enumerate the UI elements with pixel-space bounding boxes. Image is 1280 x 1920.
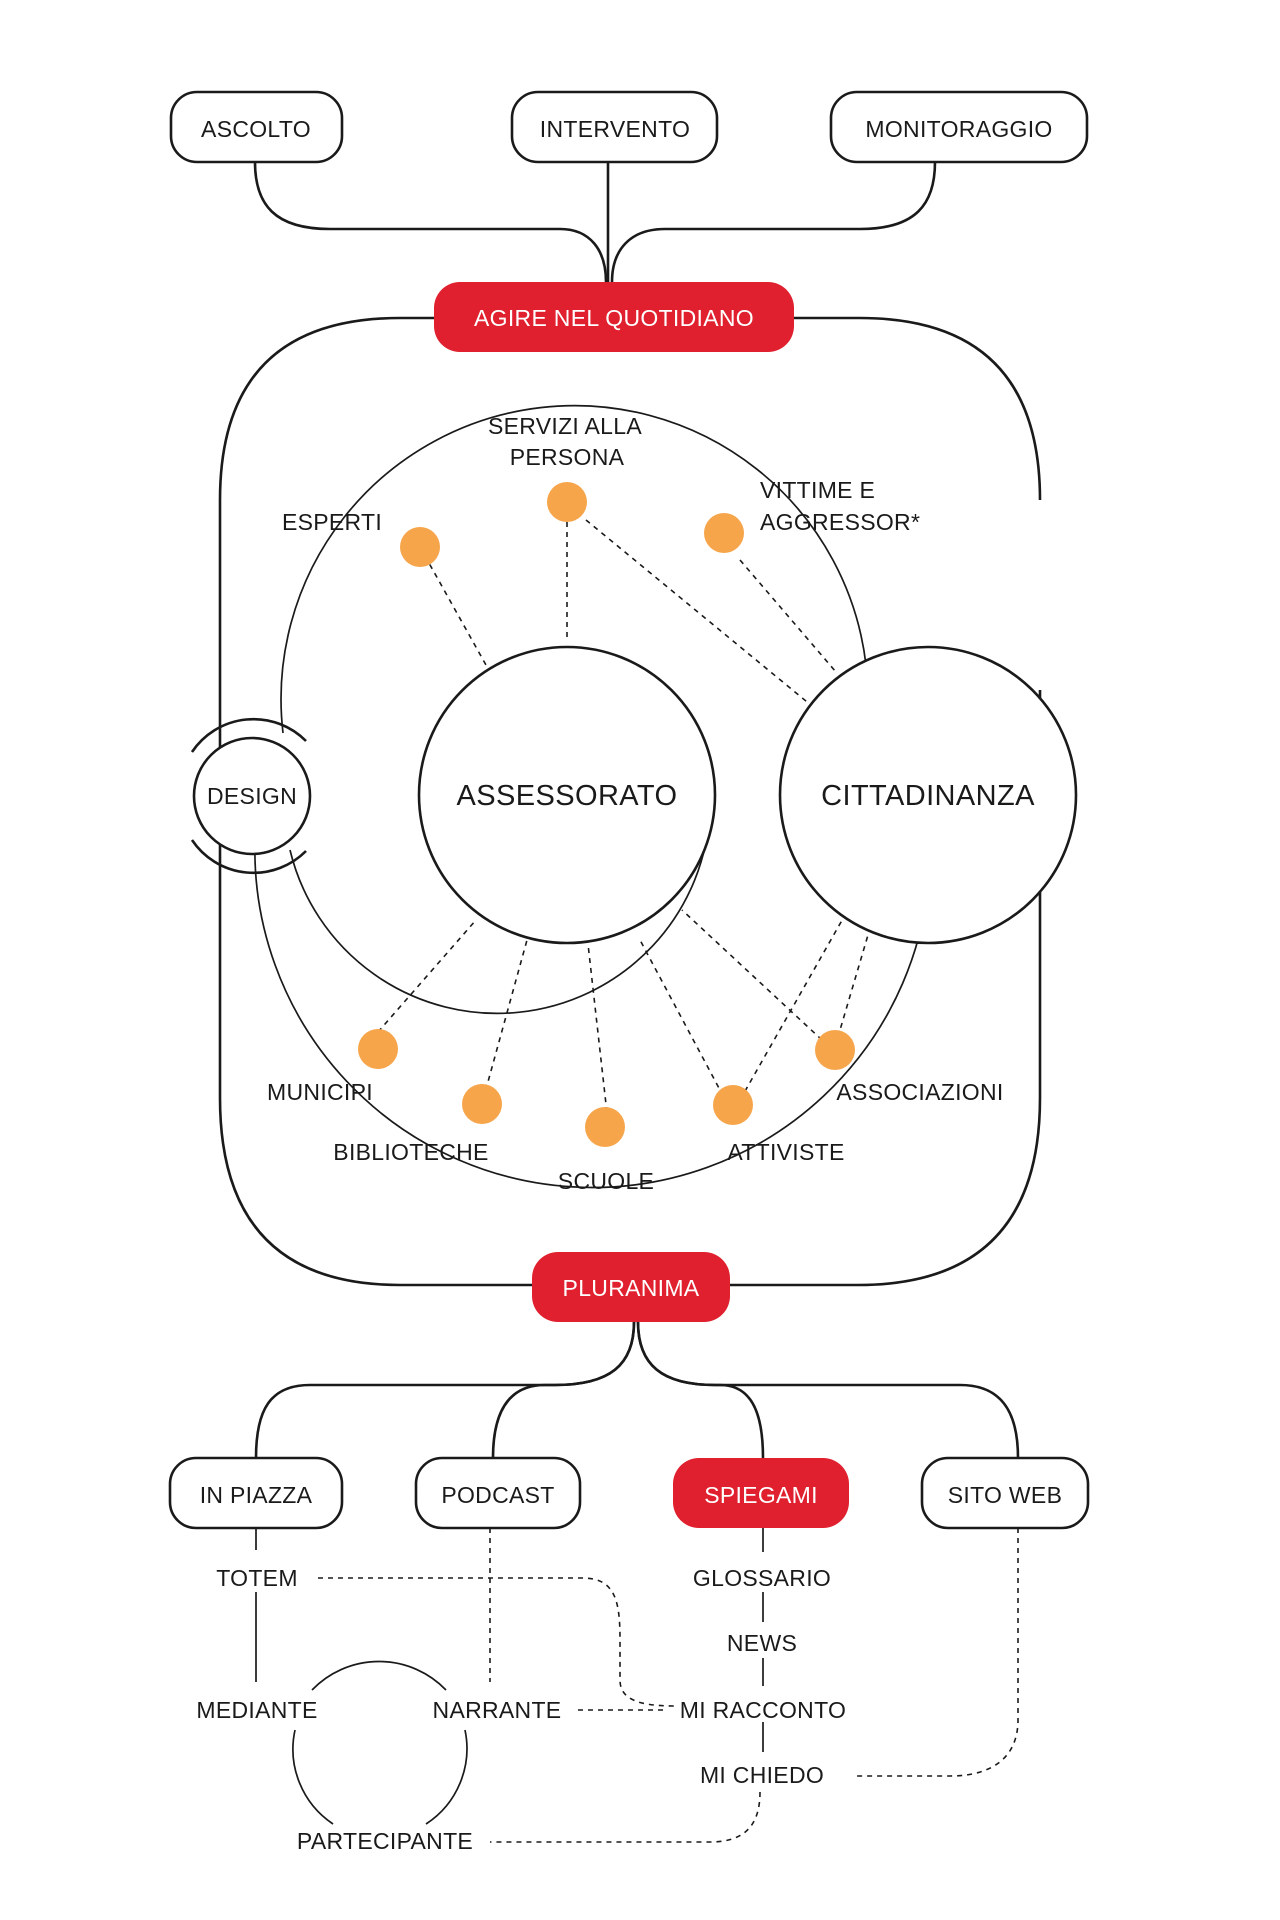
node-municipi bbox=[358, 1029, 398, 1069]
design-label: DESIGN bbox=[207, 783, 297, 809]
actor-labels: SERVIZI ALLA PERSONA VITTIME E AGGRESSOR… bbox=[267, 413, 1003, 1194]
totem-label: TOTEM bbox=[216, 1565, 298, 1591]
label-servizi-2: PERSONA bbox=[510, 444, 625, 470]
narrante-label: NARRANTE bbox=[433, 1697, 562, 1723]
label-vittime-1: VITTIME E bbox=[760, 477, 875, 503]
partecipante-label: PARTECIPANTE bbox=[297, 1828, 473, 1854]
assessorato-label: ASSESSORATO bbox=[457, 780, 678, 812]
assessorato-orbit bbox=[289, 807, 711, 1015]
channel-sito-web[interactable]: SITO WEB bbox=[920, 1456, 1090, 1530]
sub-item-labels: TOTEM MEDIANTE NARRANTE PARTECIPANTE GLO… bbox=[196, 1565, 846, 1854]
label-associazioni: ASSOCIAZIONI bbox=[836, 1079, 1003, 1105]
mediante-label: MEDIANTE bbox=[196, 1697, 317, 1723]
ascolto-label: ASCOLTO bbox=[201, 116, 311, 142]
in-piazza-label: IN PIAZZA bbox=[200, 1482, 313, 1508]
label-scuole: SCUOLE bbox=[558, 1168, 654, 1194]
mi-chiedo-label: MI CHIEDO bbox=[700, 1762, 824, 1788]
hub-agire[interactable]: AGIRE NEL QUOTIDIANO bbox=[434, 282, 794, 352]
label-biblioteche: BIBLIOTECHE bbox=[333, 1139, 488, 1165]
news-label: NEWS bbox=[727, 1630, 797, 1656]
node-esperti bbox=[400, 527, 440, 567]
label-attiviste: ATTIVISTE bbox=[727, 1139, 844, 1165]
actor-nodes bbox=[358, 482, 855, 1147]
input-ascolto[interactable]: ASCOLTO bbox=[169, 90, 344, 164]
actor-ring bbox=[254, 404, 931, 1189]
top-connectors bbox=[253, 161, 937, 283]
node-scuole bbox=[585, 1107, 625, 1147]
glossario-label: GLOSSARIO bbox=[693, 1565, 831, 1591]
design-node: DESIGN bbox=[190, 717, 312, 875]
cittadinanza-label: CITTADINANZA bbox=[821, 780, 1035, 812]
channel-spiegami[interactable]: SPIEGAMI bbox=[673, 1458, 849, 1528]
node-servizi bbox=[547, 482, 587, 522]
dashed-links bbox=[377, 502, 869, 1123]
node-vittime bbox=[704, 513, 744, 553]
assessorato-node: ASSESSORATO bbox=[417, 645, 717, 945]
label-servizi-1: SERVIZI ALLA bbox=[488, 413, 642, 439]
label-vittime-2: AGGRESSOR* bbox=[760, 509, 920, 535]
label-esperti: ESPERTI bbox=[282, 509, 382, 535]
bottom-connectors bbox=[254, 1321, 1020, 1459]
spiegami-label: SPIEGAMI bbox=[704, 1482, 818, 1508]
mi-racconto-label: MI RACCONTO bbox=[680, 1697, 846, 1723]
node-biblioteche bbox=[462, 1084, 502, 1124]
sub-item-links bbox=[255, 1528, 1019, 1843]
pluranima-label: PLURANIMA bbox=[563, 1275, 700, 1301]
channel-podcast[interactable]: PODCAST bbox=[414, 1456, 582, 1530]
monitoraggio-label: MONITORAGGIO bbox=[865, 116, 1052, 142]
cittadinanza-node: CITTADINANZA bbox=[778, 645, 1078, 945]
node-attiviste bbox=[713, 1085, 753, 1125]
agire-label: AGIRE NEL QUOTIDIANO bbox=[474, 305, 754, 331]
input-intervento[interactable]: INTERVENTO bbox=[510, 90, 719, 164]
sito-web-label: SITO WEB bbox=[948, 1482, 1062, 1508]
channel-in-piazza[interactable]: IN PIAZZA bbox=[168, 1456, 344, 1530]
label-municipi: MUNICIPI bbox=[267, 1079, 373, 1105]
podcast-label: PODCAST bbox=[441, 1482, 554, 1508]
input-monitoraggio[interactable]: MONITORAGGIO bbox=[829, 90, 1089, 164]
hub-pluranima[interactable]: PLURANIMA bbox=[532, 1252, 730, 1322]
node-associazioni bbox=[815, 1030, 855, 1070]
intervento-label: INTERVENTO bbox=[540, 116, 690, 142]
